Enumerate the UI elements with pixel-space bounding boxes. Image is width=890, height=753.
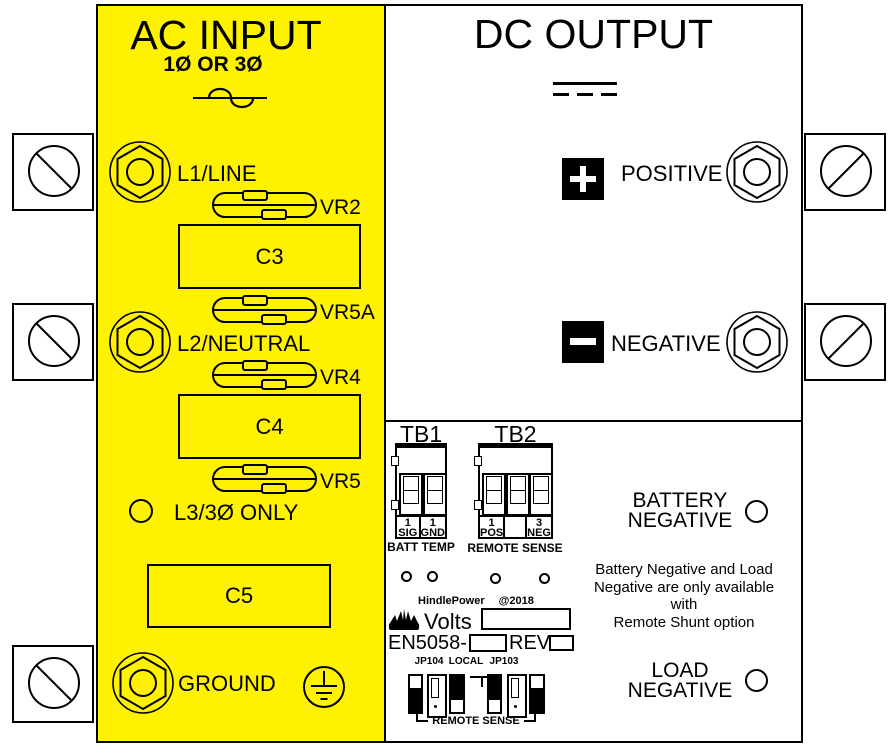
vr5-component	[212, 464, 317, 494]
screw-icon	[28, 145, 80, 197]
vr4-label: VR4	[320, 366, 361, 389]
l3-hole	[129, 499, 153, 523]
brand-year: @2018	[498, 595, 534, 607]
ground-label: GROUND	[178, 671, 276, 696]
tb1-screw-cell	[399, 473, 423, 516]
jp104-pin	[408, 674, 423, 714]
jp104-label: JP104	[414, 656, 444, 667]
remote-sense-caption: REMOTE SENSE	[432, 715, 520, 727]
dc-symbol-icon	[553, 82, 617, 85]
c3-component: C3	[178, 224, 361, 289]
ac-input-title: AC INPUT	[130, 12, 322, 58]
rev-label: REV	[509, 632, 551, 654]
dc-output-title: DC OUTPUT	[473, 11, 714, 57]
model-write-in-box	[469, 634, 507, 652]
load-negative-label: LOAD NEGATIVE	[627, 659, 733, 702]
jp103-pin	[487, 674, 502, 714]
test-point-hole	[427, 571, 438, 582]
negative-label: NEGATIVE	[611, 331, 721, 356]
ac-phase-label: 1Ø OR 3Ø	[163, 53, 263, 76]
chassis-screw-box	[12, 133, 94, 211]
l1-label: L1/LINE	[177, 161, 257, 186]
tb1-screw-cell	[423, 473, 447, 516]
ac-sine-wave-icon	[193, 87, 267, 109]
chassis-screw-box	[804, 133, 886, 211]
chassis-screw-box	[12, 303, 94, 381]
remote-sense-bracket	[416, 708, 428, 722]
tb2-screw-cell	[505, 473, 530, 516]
minus-icon	[562, 321, 604, 363]
c4-component: C4	[178, 394, 361, 459]
screw-icon	[820, 145, 872, 197]
positive-terminal-nut	[726, 141, 788, 203]
rev-write-in-box	[549, 635, 574, 651]
volts-label: Volts	[424, 609, 472, 634]
screw-icon	[28, 315, 80, 367]
local-label: LOCAL	[448, 656, 484, 667]
test-point-hole	[539, 573, 550, 584]
remote-shunt-note: Battery Negative and Load Negative are o…	[593, 561, 775, 631]
local-position-mark	[470, 676, 494, 678]
l2-label: L2/NEUTRAL	[177, 331, 311, 356]
tb2-screw-cell	[482, 473, 506, 516]
tb2-block	[474, 443, 553, 517]
negative-terminal-nut	[726, 311, 788, 373]
c5-component: C5	[147, 564, 331, 628]
hindlepower-logo	[389, 609, 419, 630]
ground-terminal-nut	[112, 652, 174, 714]
tb1-caption: BATT TEMP	[387, 540, 455, 554]
local-position-mark	[481, 678, 483, 687]
load-negative-hole	[745, 669, 768, 692]
vr2-label: VR2	[320, 196, 361, 219]
tb1-block	[391, 443, 447, 517]
jp103-jumper-shunt	[507, 674, 527, 718]
l2-terminal-nut	[109, 311, 171, 373]
brand-row: HindlePower @2018	[418, 595, 534, 607]
vr5a-label: VR5A	[320, 301, 375, 324]
vr5-label: VR5	[320, 470, 361, 493]
plus-icon	[562, 158, 604, 200]
test-point-hole	[490, 573, 501, 584]
battery-negative-label: BATTERY NEGATIVE	[627, 489, 733, 532]
earth-ground-icon	[303, 666, 345, 708]
tb2-caption: REMOTE SENSE	[467, 541, 563, 555]
tb2-screw-cell	[529, 473, 553, 516]
vr2-component	[212, 190, 317, 220]
l1-terminal-nut	[109, 141, 171, 203]
jp104-jumper-shunt	[427, 674, 447, 718]
volts-write-in-box	[481, 608, 571, 630]
dc-symbol-icon	[553, 93, 617, 96]
l3-label: L3/3Ø ONLY	[174, 500, 299, 525]
jp103-label: JP103	[489, 656, 519, 667]
model-number: EN5058-	[388, 632, 467, 654]
vr5a-component	[212, 295, 317, 325]
jp104-pin	[449, 674, 465, 714]
jp103-pin	[529, 674, 545, 714]
chassis-screw-box	[804, 303, 886, 381]
battery-negative-hole	[745, 500, 768, 523]
remote-sense-bracket	[524, 708, 536, 722]
test-point-hole	[401, 571, 412, 582]
brand-name: HindlePower	[418, 595, 485, 607]
positive-label: POSITIVE	[621, 161, 723, 186]
vr4-component	[212, 360, 317, 390]
chassis-screw-box	[12, 645, 94, 723]
screw-icon	[820, 315, 872, 367]
screw-icon	[28, 657, 80, 709]
